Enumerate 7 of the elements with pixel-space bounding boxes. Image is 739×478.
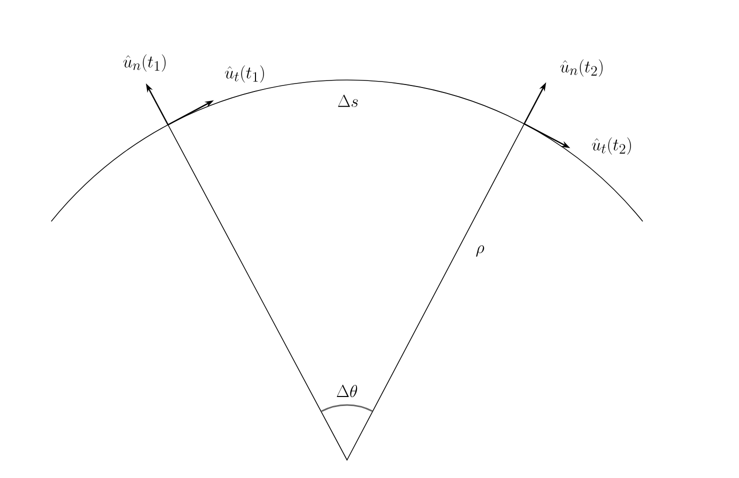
vector-label: $\hat{u}_n(t_2)$	[560, 59, 603, 77]
vector-label: $\hat{u}_t(t_1)$	[225, 65, 264, 83]
vector-label: $\hat{u}_n(t_1)$	[123, 54, 166, 72]
arc-length-label: $\Delta s$	[338, 94, 358, 108]
vector-label: $\hat{u}_t(t_2)$	[592, 137, 631, 155]
angle-label: $\Delta\theta$	[336, 384, 358, 398]
radius-label: $\rho$	[476, 245, 484, 257]
